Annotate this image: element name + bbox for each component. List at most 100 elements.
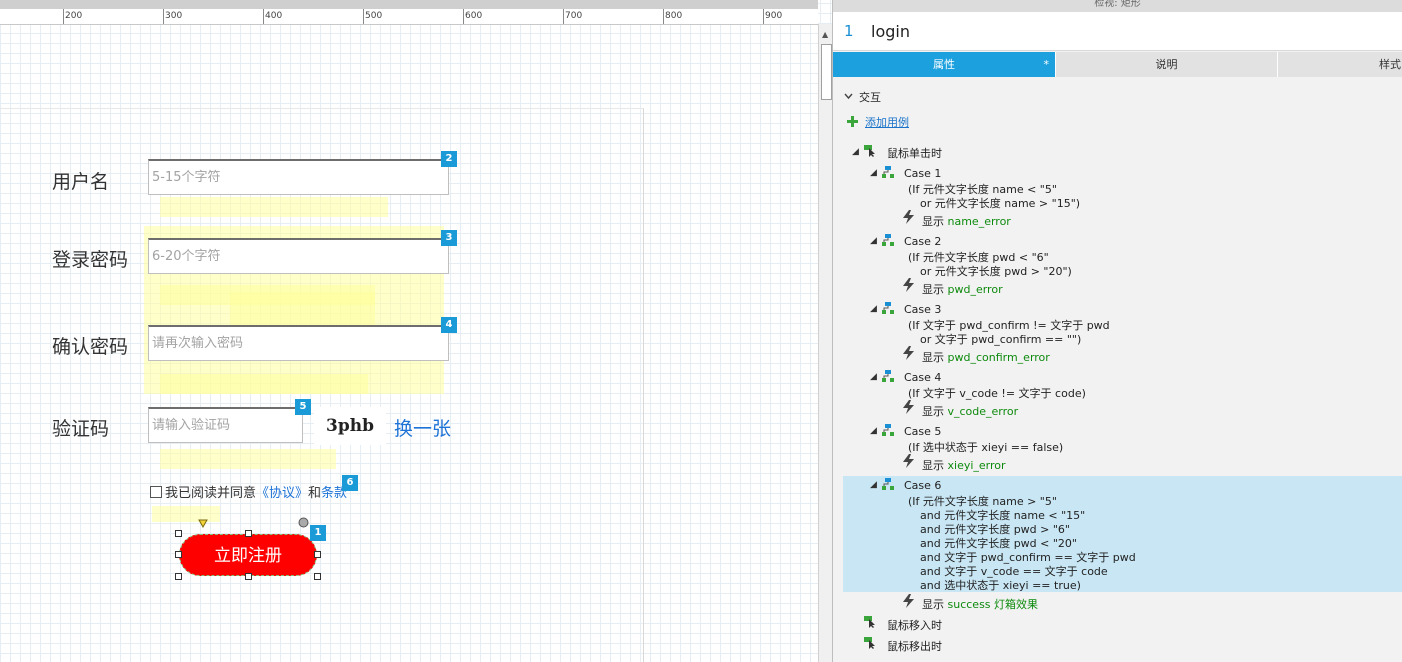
selected-case-highlight xyxy=(843,476,1402,592)
tab-modified-mark: * xyxy=(1043,58,1050,71)
tab-notes[interactable]: 说明 xyxy=(1055,52,1277,77)
resize-handle[interactable] xyxy=(175,573,182,580)
case-name[interactable]: Case 2 xyxy=(904,235,942,248)
expand-triangle-icon[interactable]: ◢ xyxy=(870,304,877,314)
case-icon xyxy=(882,166,894,178)
tab-properties[interactable]: 属性 * xyxy=(833,52,1055,77)
case-condition: (If 选中状态于 xieyi == false) xyxy=(908,441,1064,454)
widget-badge: 5 xyxy=(295,399,311,415)
chevron-down-icon[interactable] xyxy=(844,92,853,100)
agree-and-text: 和 xyxy=(308,486,322,501)
captcha-input[interactable]: 请输入验证码 xyxy=(148,407,303,443)
password-label: 登录密码 xyxy=(52,249,129,271)
resize-handle[interactable] xyxy=(314,573,321,580)
event-mouseleave[interactable]: 鼠标移出时 xyxy=(887,640,942,653)
agree-checkbox[interactable] xyxy=(150,486,162,498)
confirm-password-input[interactable]: 请再次输入密码 xyxy=(148,325,449,361)
scrollbar-thumb[interactable] xyxy=(821,44,832,100)
resize-handle[interactable] xyxy=(245,573,252,580)
action-show[interactable]: 显示 name_error xyxy=(922,213,1011,229)
action-target: xieyi_error xyxy=(947,459,1006,472)
plus-icon[interactable] xyxy=(847,116,858,127)
case-name[interactable]: Case 5 xyxy=(904,425,942,438)
canvas-vertical-scrollbar[interactable]: ▲ xyxy=(818,24,832,662)
widget-badge: 3 xyxy=(441,230,457,246)
v-code-error-highlight[interactable] xyxy=(160,449,336,469)
action-show[interactable]: 显示 v_code_error xyxy=(922,403,1018,419)
action-label: 显示 xyxy=(922,351,944,364)
case-condition: and 元件文字长度 name < "15" xyxy=(920,509,1086,522)
event-onclick[interactable]: 鼠标单击时 xyxy=(887,147,942,160)
action-label: 显示 xyxy=(922,405,944,418)
case-name[interactable]: Case 6 xyxy=(904,479,942,492)
confirm-password-label: 确认密码 xyxy=(52,336,129,358)
action-show[interactable]: 显示 pwd_confirm_error xyxy=(922,349,1050,365)
case-name[interactable]: Case 3 xyxy=(904,303,942,316)
widget-name-field[interactable]: login xyxy=(871,22,910,41)
event-mouseenter[interactable]: 鼠标移入时 xyxy=(887,619,942,632)
action-show[interactable]: 显示 xieyi_error xyxy=(922,457,1006,473)
widget-badge: 6 xyxy=(342,475,358,491)
ruler-label: 800 xyxy=(665,11,683,21)
expand-triangle-icon[interactable]: ◢ xyxy=(870,168,877,178)
interactions-content: 交互 添加用例 ◢ 鼠标单击时 ◢ Case 1 (If 元件文字长度 name… xyxy=(833,78,1402,662)
expand-triangle-icon[interactable]: ◢ xyxy=(870,372,877,382)
case-condition: and 元件文字长度 pwd > "6" xyxy=(920,523,1070,536)
case-condition: or 元件文字长度 name > "15") xyxy=(920,197,1081,210)
inspector-tabs: 属性 * 说明 样式 xyxy=(833,52,1402,77)
design-canvas[interactable]: 200 300 400 500 600 700 800 900 ▲ 用户名 5-… xyxy=(0,0,832,662)
section-interactions-label[interactable]: 交互 xyxy=(859,91,881,104)
expand-triangle-icon[interactable]: ◢ xyxy=(870,236,877,246)
expand-triangle-icon[interactable]: ◢ xyxy=(870,480,877,490)
add-case-link[interactable]: 添加用例 xyxy=(865,116,909,129)
case-icon xyxy=(882,478,894,490)
protocol-link[interactable]: 《协议》 xyxy=(256,486,309,501)
horizontal-ruler: 200 300 400 500 600 700 800 900 xyxy=(0,0,818,25)
rotate-handle-icon[interactable] xyxy=(298,517,309,528)
widget-name-bar[interactable]: 1 login xyxy=(833,12,1402,51)
username-input[interactable]: 5-15个字符 xyxy=(148,159,449,195)
ruler-tick xyxy=(63,9,64,24)
ruler-label: 200 xyxy=(65,11,83,21)
register-button[interactable]: 立即注册 xyxy=(179,534,317,576)
resize-handle[interactable] xyxy=(314,551,321,558)
swap-captcha-link[interactable]: 换一张 xyxy=(394,418,452,440)
action-label: 显示 xyxy=(922,283,944,296)
name-error-highlight[interactable] xyxy=(160,197,388,217)
pwd-confirm-error-highlight[interactable] xyxy=(160,374,368,394)
ruler-label: 600 xyxy=(465,11,483,21)
agreement-row[interactable]: 我已阅读并同意《协议》和条款 xyxy=(150,482,347,501)
inspector-panel: 检视: 矩形 1 login 属性 * 说明 样式 交互 添加用例 ◢ 鼠标单击… xyxy=(832,0,1402,662)
scroll-up-icon[interactable]: ▲ xyxy=(822,30,829,39)
widget-badge: 2 xyxy=(441,151,457,167)
action-label: 显示 xyxy=(922,215,944,228)
case-icon xyxy=(882,302,894,314)
action-target: pwd_confirm_error xyxy=(947,351,1050,364)
pwd-strength-highlight[interactable] xyxy=(230,292,375,328)
ruler-label: 500 xyxy=(365,11,383,21)
action-target: success 灯箱效果 xyxy=(947,598,1039,611)
corner-radius-handle-icon[interactable] xyxy=(198,519,208,528)
case-name[interactable]: Case 4 xyxy=(904,371,942,384)
expand-triangle-icon[interactable]: ◢ xyxy=(870,426,877,436)
action-target: pwd_error xyxy=(947,283,1003,296)
action-show[interactable]: 显示 pwd_error xyxy=(922,281,1003,297)
terms-link[interactable]: 条款 xyxy=(321,486,348,501)
resize-handle[interactable] xyxy=(245,530,252,537)
captcha-image[interactable]: 3phb xyxy=(314,407,386,445)
case-name[interactable]: Case 1 xyxy=(904,167,942,180)
tab-style[interactable]: 样式 xyxy=(1277,52,1402,77)
resize-handle[interactable] xyxy=(175,530,182,537)
resize-handle[interactable] xyxy=(175,551,182,558)
lightning-icon xyxy=(903,210,914,224)
xieyi-error-highlight[interactable] xyxy=(152,506,220,522)
case-condition: and 文字于 pwd_confirm == 文字于 pwd xyxy=(920,551,1136,564)
action-show[interactable]: 显示 success 灯箱效果 xyxy=(922,596,1038,612)
password-input[interactable]: 6-20个字符 xyxy=(148,238,449,274)
case-condition: (If 元件文字长度 name > "5" xyxy=(908,495,1057,508)
ruler-tick xyxy=(763,9,764,24)
ruler-top-bar xyxy=(0,0,818,9)
widget-number: 1 xyxy=(844,22,854,40)
mouse-leave-event-icon xyxy=(864,637,875,649)
expand-triangle-icon[interactable]: ◢ xyxy=(852,147,859,157)
